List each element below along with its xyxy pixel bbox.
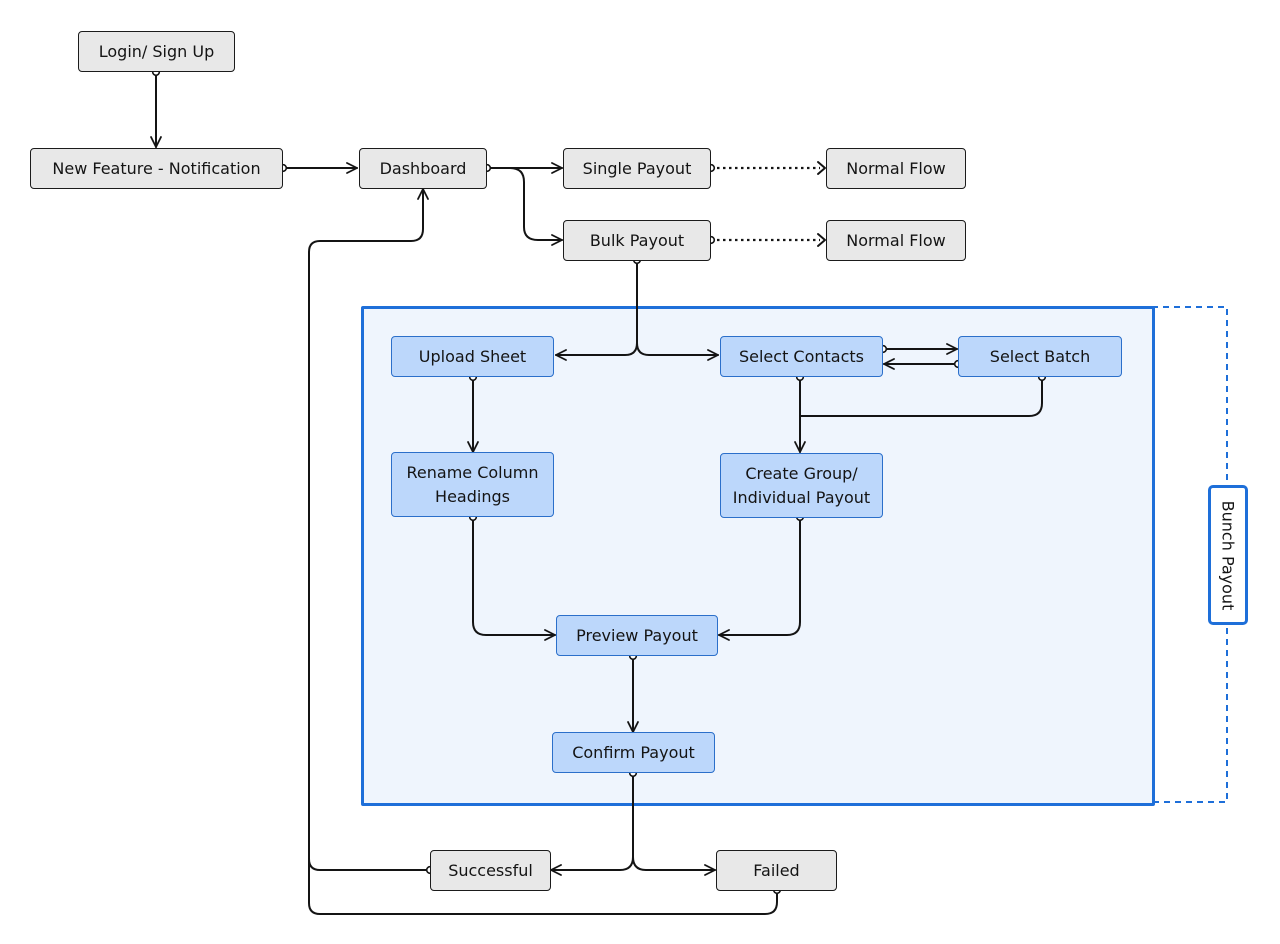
edge-successful-to-dashboard bbox=[308, 188, 431, 871]
arrowhead-normal-flow-2 bbox=[817, 233, 826, 247]
node-single-payout: Single Payout bbox=[563, 148, 711, 189]
bunch-payout-tag: Bunch Payout bbox=[1208, 485, 1248, 625]
node-bulk-payout: Bulk Payout bbox=[563, 220, 711, 261]
node-create-group-individual-payout: Create Group/ Individual Payout bbox=[720, 453, 883, 518]
node-label: Successful bbox=[448, 860, 533, 880]
node-login-signup: Login/ Sign Up bbox=[78, 31, 235, 72]
node-label: Select Contacts bbox=[738, 346, 865, 366]
node-confirm-payout: Confirm Payout bbox=[552, 732, 715, 773]
arrowhead-normal-flow-1 bbox=[817, 161, 826, 175]
node-upload-sheet: Upload Sheet bbox=[391, 336, 554, 377]
node-new-feature-notification: New Feature - Notification bbox=[30, 148, 283, 189]
node-label: Failed bbox=[753, 860, 800, 880]
node-label: Bulk Payout bbox=[589, 230, 685, 250]
edge-failed-to-dashboard bbox=[308, 858, 778, 915]
node-label: Upload Sheet bbox=[418, 346, 527, 366]
node-successful: Successful bbox=[430, 850, 551, 891]
node-select-batch: Select Batch bbox=[958, 336, 1122, 377]
node-label: Normal Flow bbox=[846, 230, 946, 250]
edge-confirm-to-failed bbox=[632, 772, 716, 876]
node-label: Select Batch bbox=[989, 346, 1091, 366]
edge-bulk-to-upload bbox=[555, 259, 638, 361]
bunch-payout-region bbox=[361, 306, 1155, 806]
node-normal-flow-bulk: Normal Flow bbox=[826, 220, 966, 261]
node-normal-flow-single: Normal Flow bbox=[826, 148, 966, 189]
node-preview-payout: Preview Payout bbox=[556, 615, 718, 656]
node-label: Normal Flow bbox=[846, 158, 946, 178]
edge-confirm-to-successful bbox=[550, 772, 634, 876]
node-label: Confirm Payout bbox=[572, 742, 695, 762]
node-dashboard: Dashboard bbox=[359, 148, 487, 189]
bunch-payout-label: Bunch Payout bbox=[1218, 500, 1238, 610]
node-label-line1: Create Group/ bbox=[745, 463, 858, 483]
edge-bulk-to-contacts bbox=[636, 259, 719, 361]
edge-batch-to-create bbox=[799, 376, 1043, 417]
node-label-line2: Individual Payout bbox=[732, 487, 871, 507]
node-select-contacts: Select Contacts bbox=[720, 336, 883, 377]
node-label: Login/ Sign Up bbox=[98, 41, 215, 61]
node-label-line1: Rename Column bbox=[406, 462, 539, 482]
node-label: New Feature - Notification bbox=[52, 158, 261, 178]
node-label: Dashboard bbox=[379, 158, 467, 178]
node-rename-column-headings: Rename Column Headings bbox=[391, 452, 554, 517]
edge-dashboard-to-bulk bbox=[486, 167, 563, 246]
node-label-line2: Headings bbox=[435, 486, 510, 506]
edge-rename-to-preview bbox=[472, 516, 556, 641]
node-label: Single Payout bbox=[582, 158, 692, 178]
node-label: Preview Payout bbox=[576, 625, 698, 645]
node-failed: Failed bbox=[716, 850, 837, 891]
edge-create-to-preview bbox=[718, 516, 801, 641]
